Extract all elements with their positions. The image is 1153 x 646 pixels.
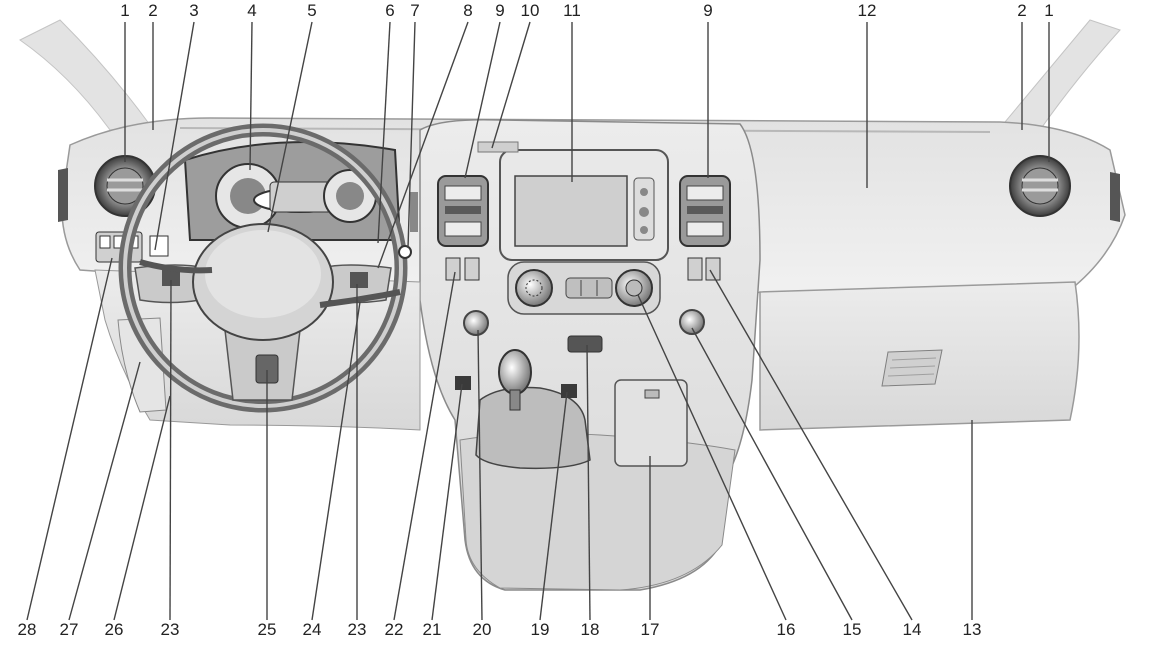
right-stalk [319,289,401,308]
callout-bottom-24: 24 [302,620,322,639]
callout-bottom-14: 14 [902,620,922,639]
left-stalk [139,259,213,274]
callout-bottom-13: 13 [962,620,982,639]
storage-compartment [614,379,688,467]
leader-lines [26,21,1050,621]
callout-bottom-21: 21 [422,620,442,639]
steering-right-switch [350,272,368,288]
callout-bottom-25: 25 [257,620,277,639]
left-window-vent [58,168,68,222]
glovebox-handle [881,349,943,387]
right-dash-slot [410,192,418,232]
left-console-switch [455,376,471,390]
callout-bottom-28: 28 [17,620,37,639]
callout-top-1b: 1 [1044,1,1054,20]
right-window-vent [1110,172,1120,222]
callout-bottom-27: 27 [59,620,79,639]
callout-top-7: 7 [410,1,420,20]
callout-bottom-18: 18 [580,620,600,639]
callout-bottom-17: 17 [640,620,660,639]
fuse-box-cover [117,317,167,413]
callout-bottom-26: 26 [104,620,124,639]
callout-top-5: 5 [307,1,317,20]
infotainment-screen [514,175,628,247]
callout-bottom-15: 15 [842,620,862,639]
left-round-knob [463,310,489,336]
callout-bottom-23b: 23 [347,620,367,639]
right-round-knob [679,309,705,335]
callout-top-9b: 9 [703,1,713,20]
callout-top-2: 2 [148,1,158,20]
callout-top-8: 8 [463,1,473,20]
callout-top-1: 1 [120,1,130,20]
left-stalk-tip [149,235,169,257]
climate-knob-left [515,269,553,307]
callout-bottom-22: 22 [384,620,404,639]
left-switch-pair [445,257,461,281]
right-a-pillar [998,19,1121,131]
callout-bottom-20: 20 [472,620,492,639]
callout-bottom-16: 16 [776,620,796,639]
ignition [398,245,412,259]
callout-top-3: 3 [189,1,199,20]
callout-top-9a: 9 [495,1,505,20]
callout-bottom-19: 19 [530,620,550,639]
callout-top-10: 10 [520,1,540,20]
callout-top-12: 12 [857,1,877,20]
callout-top-2b: 2 [1017,1,1027,20]
callout-top-6: 6 [385,1,395,20]
center-switch-block [567,335,603,353]
gear-knob [498,349,532,395]
callout-top-4: 4 [247,1,257,20]
left-a-pillar [19,19,151,131]
callout-top-11: 11 [563,1,581,20]
right-switch-pair [687,257,703,281]
right-console-switch [561,384,577,398]
callout-bottom-23a: 23 [160,620,180,639]
steering-left-switch [162,270,180,286]
